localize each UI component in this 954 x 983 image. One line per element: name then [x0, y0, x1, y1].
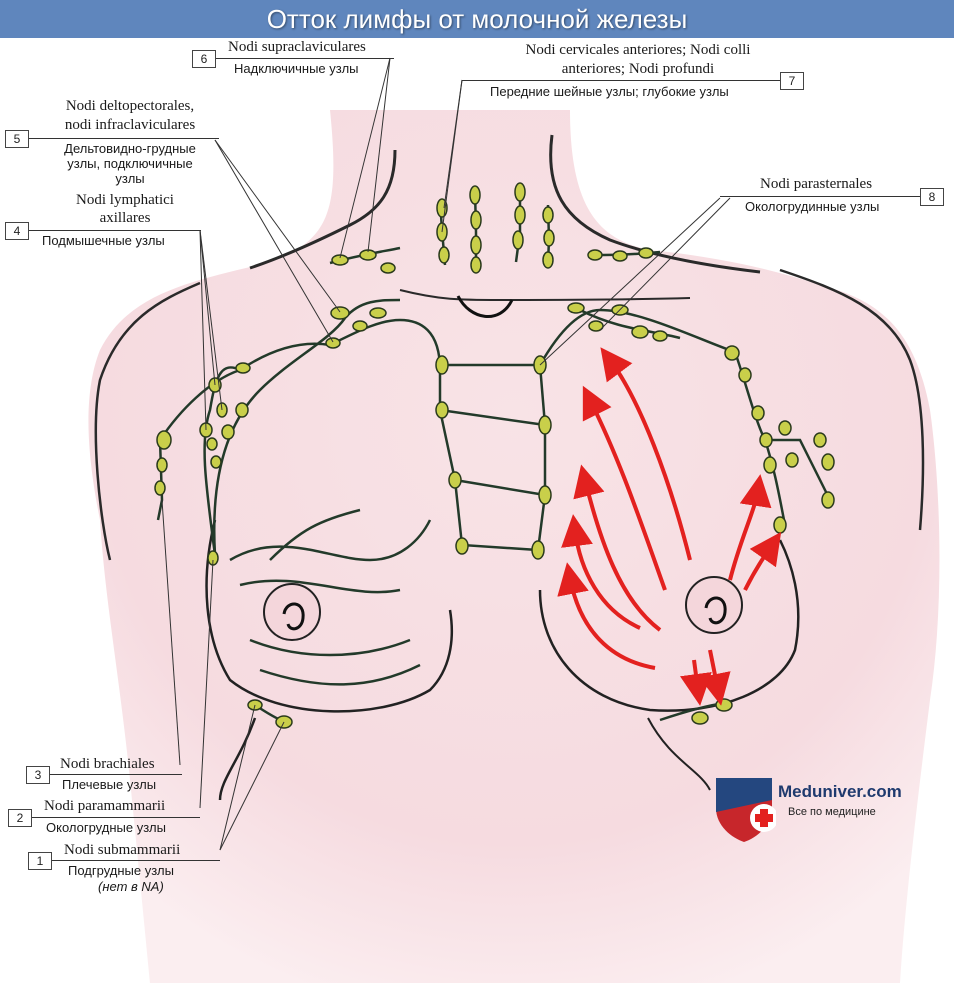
meduniver-shield-icon	[716, 778, 776, 842]
watermark-slogan: Все по медицине	[788, 806, 876, 818]
label-5-latin-2: nodi infraclaviculares	[64, 117, 196, 133]
label-4-latin-2: axillares	[99, 210, 151, 226]
anatomy-illustration	[88, 57, 940, 983]
label-7-russian: Передние шейные узлы; глубокие узлы	[490, 84, 729, 99]
label-8-rule	[720, 196, 920, 197]
label-5-rule	[29, 138, 219, 139]
label-4-latin-1: Nodi lymphatici	[76, 192, 174, 208]
label-2-latin: Nodi paramammarii	[44, 798, 166, 814]
watermark-brand: Meduniver.com	[778, 782, 902, 801]
label-1-number: 1	[28, 852, 52, 870]
label-6-rule	[216, 58, 394, 59]
label-5-russian-3: узлы	[115, 171, 145, 186]
label-7-number: 7	[780, 72, 804, 90]
label-8-latin: Nodi parasternales	[760, 176, 873, 192]
flow-arrows	[557, 347, 782, 706]
label-7-rule	[462, 80, 780, 81]
label-3-number: 3	[26, 766, 50, 784]
label-3-latin: Nodi brachiales	[60, 756, 155, 772]
label-3-rule	[50, 774, 182, 775]
label-5-number: 5	[5, 130, 29, 148]
label-5-russian-1: Дельтовидно-грудные	[64, 141, 196, 156]
torso-body	[88, 110, 940, 983]
label-3-russian: Плечевые узлы	[62, 777, 157, 792]
label-2-number: 2	[8, 809, 32, 827]
left-breast	[205, 519, 454, 713]
label-8-russian: Окологрудинные узлы	[745, 199, 880, 214]
label-4-rule	[29, 230, 201, 231]
label-5-russian-2: узлы, подключичные	[67, 156, 193, 171]
page-title: Отток лимфы от молочной железы	[266, 3, 688, 34]
label-7-latin-2: anteriores; Nodi profundi	[561, 61, 715, 77]
label-1-latin: Nodi submammarii	[64, 842, 181, 858]
label-1-note: (нет в NA)	[98, 879, 164, 894]
label-4-russian: Подмышечные узлы	[42, 233, 165, 248]
label-2-russian: Окологрудные узлы	[46, 820, 166, 835]
title-bar: Отток лимфы от молочной железы	[0, 0, 954, 38]
label-5-latin-1: Nodi deltopectorales,	[65, 98, 195, 114]
leader-lines	[161, 57, 731, 851]
label-6-number: 6	[192, 50, 216, 68]
label-7-latin-1: Nodi cervicales anteriores; Nodi colli	[525, 42, 751, 58]
label-4-number: 4	[5, 222, 29, 240]
label-8-number: 8	[920, 188, 944, 206]
label-1-russian: Подгрудные узлы	[68, 863, 174, 878]
lymph-nodes	[154, 182, 835, 729]
label-6-latin: Nodi supraclaviculares	[228, 39, 366, 55]
label-6-russian: Надключичные узлы	[234, 61, 359, 76]
label-1-rule	[52, 860, 220, 861]
label-2-rule	[32, 817, 200, 818]
